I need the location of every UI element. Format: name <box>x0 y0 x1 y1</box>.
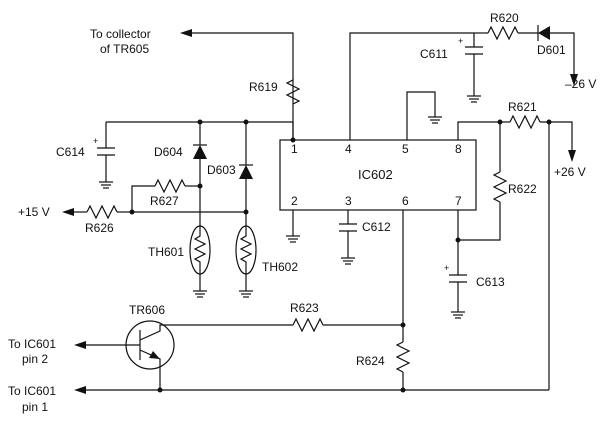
label-c612: C612 <box>362 220 391 234</box>
r620-d601-branch <box>349 25 578 140</box>
label-r621: R621 <box>508 100 537 114</box>
d601-diode <box>538 26 550 40</box>
arrow-icon <box>74 341 86 349</box>
r624-resistor <box>395 341 411 373</box>
pin8-branch <box>457 114 576 390</box>
label-r627: R627 <box>150 194 179 208</box>
label-d603: D603 <box>207 163 236 177</box>
ic-pin-3: 3 <box>345 194 352 208</box>
label-pos15v: +15 V <box>18 205 50 219</box>
label-d601: D601 <box>537 43 566 57</box>
label-r624: R624 <box>356 354 385 368</box>
ic-pin-6: 6 <box>402 194 409 208</box>
r623-resistor <box>292 317 324 333</box>
r627-resistor <box>154 178 186 194</box>
ic602-chip <box>279 139 477 211</box>
arrow-icon <box>62 208 74 216</box>
ic-pin-7: 7 <box>455 194 462 208</box>
label-c611: C611 <box>420 47 448 61</box>
ic-pin-2: 2 <box>291 194 298 208</box>
label-r620: R620 <box>490 11 519 25</box>
label-tr606: TR606 <box>129 303 165 317</box>
pin3-c612 <box>339 210 357 265</box>
r619-resistor <box>285 79 301 105</box>
r622-resistor <box>492 171 508 203</box>
c611-plus: + <box>458 36 463 46</box>
label-to-ic601-pin2-b: pin 2 <box>22 352 48 366</box>
label-c613: C613 <box>476 275 505 289</box>
pin5-ground <box>406 91 442 140</box>
th601-thermistor <box>189 225 211 298</box>
arrow-icon <box>568 150 576 162</box>
ic-pin-8: 8 <box>455 142 462 156</box>
label-ic602: IC602 <box>358 167 393 182</box>
label-th602: TH602 <box>262 260 298 274</box>
label-to-ic601-pin1-b: pin 1 <box>22 400 48 414</box>
tr606-transistor <box>74 320 175 390</box>
label-of-tr605: of TR605 <box>100 42 149 56</box>
label-pos26v: +26 V <box>554 165 586 179</box>
label-d604: D604 <box>154 145 183 159</box>
label-to-ic601-pin1-a: To IC601 <box>8 384 56 398</box>
r626-resistor <box>86 204 118 220</box>
ic-pin-1: 1 <box>291 142 298 156</box>
label-r619: R619 <box>249 80 278 94</box>
label-c614: C614 <box>56 145 85 159</box>
left-network <box>62 119 296 225</box>
label-r623: R623 <box>290 301 319 315</box>
th602-thermistor <box>235 225 257 298</box>
bottom-rail <box>74 386 549 394</box>
arrow-icon <box>74 386 86 394</box>
d603-diode <box>239 165 253 179</box>
d604-diode <box>193 145 207 159</box>
c613-plus: + <box>444 263 449 273</box>
label-r626: R626 <box>85 221 114 235</box>
label-to-collector: To collector <box>90 27 151 41</box>
ic-pin-4: 4 <box>345 142 352 156</box>
label-to-ic601-pin2-a: To IC601 <box>8 337 56 351</box>
pin7-c613 <box>449 210 467 319</box>
label-neg26v: –26 V <box>565 77 596 91</box>
label-r622: R622 <box>508 182 537 196</box>
r619-branch <box>180 29 301 140</box>
r620-resistor <box>487 25 519 41</box>
arrow-icon <box>180 29 192 37</box>
arrow-icon <box>570 74 578 86</box>
pin6-branch <box>175 210 411 390</box>
ic-pin-5: 5 <box>402 142 409 156</box>
pin2-ground <box>286 210 300 243</box>
c614-plus: + <box>93 136 98 146</box>
label-th601: TH601 <box>148 245 184 259</box>
r621-resistor <box>509 114 541 130</box>
